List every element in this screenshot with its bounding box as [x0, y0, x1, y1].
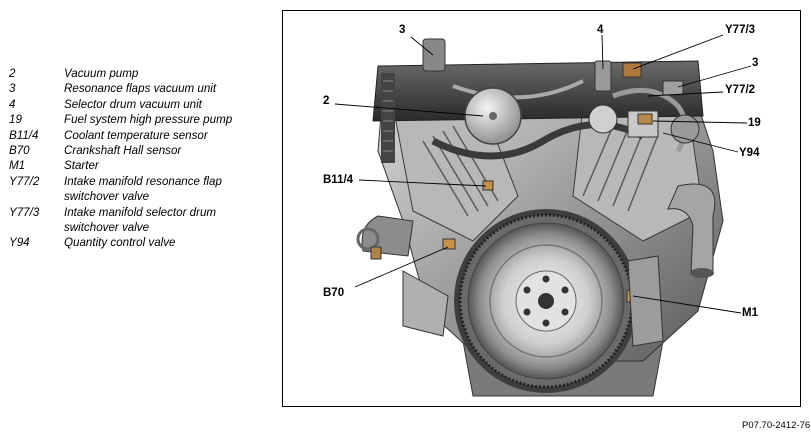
legend-description: Vacuum pump	[64, 66, 279, 81]
callout-m1-starter: M1	[742, 307, 758, 319]
legend-description: Crankshaft Hall sensor	[64, 143, 279, 158]
legend-description-line: Intake manifold resonance flap	[64, 174, 222, 188]
legend-row: 3 Resonance flaps vacuum unit	[9, 81, 279, 96]
legend-row: B11/4 Coolant temperature sensor	[9, 128, 279, 143]
legend-row: 19 Fuel system high pressure pump	[9, 112, 279, 127]
legend-description-line: Quantity control valve	[64, 236, 176, 250]
legend-code: 2	[9, 67, 16, 80]
legend-description-line: switchover valve	[64, 190, 150, 204]
legend-description-line: Selector drum vacuum unit	[64, 97, 202, 111]
callout-19-high-pressure-pump: 19	[748, 117, 761, 129]
legend-code: 3	[9, 82, 16, 96]
legend-description: Intake manifold selector drum switchover …	[64, 205, 279, 236]
legend-code: Y77/3	[9, 205, 40, 219]
legend-code: M1	[9, 159, 26, 173]
legend-description: Quantity control valve	[64, 235, 279, 250]
callout-3-resonance-flaps-left: 3	[399, 24, 406, 36]
callout-4-selector-drum: 4	[597, 24, 604, 36]
legend-code: 4	[9, 97, 16, 111]
legend-code: B70	[9, 144, 30, 158]
callout-y77-3: Y77/3	[725, 24, 756, 36]
legend-description-line: Resonance flaps vacuum unit	[64, 82, 217, 96]
legend-code: Y77/2	[9, 174, 40, 188]
legend-description: Selector drum vacuum unit	[64, 97, 279, 112]
figure-reference-code: P07.70-2412-76	[742, 420, 811, 431]
legend-description-line: Coolant temperature sensor	[64, 128, 208, 142]
callout-3-resonance-flaps-right: 3	[752, 57, 759, 69]
callout-y94: Y94	[739, 147, 760, 159]
legend-description: Intake manifold resonance flap switchover…	[64, 174, 279, 205]
legend-row: 4 Selector drum vacuum unit	[9, 97, 279, 112]
legend-description: Coolant temperature sensor	[64, 128, 279, 143]
legend-description-line: Starter	[64, 159, 99, 173]
callout-b70: B70	[323, 287, 345, 299]
legend-row: 2 Vacuum pump	[9, 66, 279, 81]
component-legend: 2 Vacuum pump 3 Resonance flaps vacuum unit…	[9, 66, 279, 251]
engine-illustration	[334, 34, 752, 397]
legend-code: 19	[9, 113, 22, 127]
engine-figure: 3 4 Y77/3 3 Y77/2 2 19 Y94 B11/4 B70 M1	[282, 10, 801, 407]
legend-description: Fuel system high pressure pump	[64, 112, 279, 127]
legend-description-line: Intake manifold selector drum	[64, 205, 217, 219]
legend-row: M1 Starter	[9, 158, 279, 173]
legend-description-line: Vacuum pump	[64, 67, 139, 80]
callout-y77-2: Y77/2	[725, 84, 756, 96]
legend-row: B70 Crankshaft Hall sensor	[9, 143, 279, 158]
legend-description: Resonance flaps vacuum unit	[64, 81, 279, 96]
legend-description-line: switchover valve	[64, 221, 150, 235]
callout-b11-4: B11/4	[323, 174, 354, 186]
legend-row: Y77/3 Intake manifold selector drum switch…	[9, 205, 279, 236]
legend-description-line: Fuel system high pressure pump	[64, 113, 233, 127]
legend-description-line: Crankshaft Hall sensor	[64, 144, 182, 158]
legend-description: Starter	[64, 158, 279, 173]
legend-code: B11/4	[9, 128, 39, 142]
callout-2-vacuum-pump: 2	[323, 95, 330, 107]
legend-code: Y94	[9, 236, 30, 250]
legend-row: Y77/2 Intake manifold resonance flap switc…	[9, 174, 279, 205]
legend-row: Y94 Quantity control valve	[9, 235, 279, 250]
